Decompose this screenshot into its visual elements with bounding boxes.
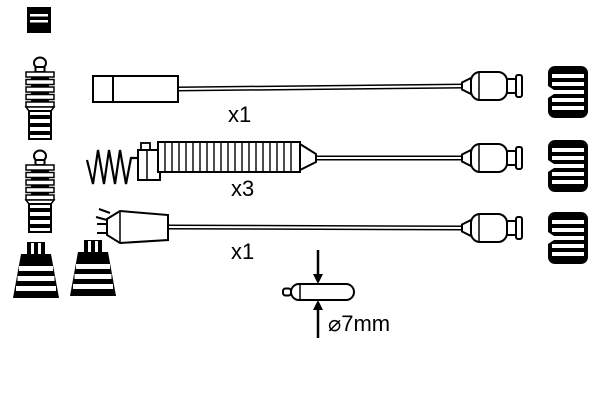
spark-plug-boot-2 (25, 149, 55, 233)
distributor-boot-2 (70, 240, 116, 296)
cable-bottom-right-connector (461, 213, 523, 243)
spring-clip (137, 142, 161, 181)
quantity-label-top: x1 (228, 102, 251, 127)
up-arrow-icon (313, 300, 323, 338)
down-arrow-icon (313, 250, 323, 284)
cable-top-wire (175, 83, 467, 92)
distributor-boot-1 (13, 242, 59, 298)
terminal-boot-3 (548, 212, 588, 264)
terminal-boot-2 (548, 140, 588, 192)
cable-top-left-connector (92, 75, 179, 103)
quantity-label-middle: x3 (231, 176, 254, 201)
diameter-annotation: ⌀7mm (282, 250, 390, 338)
measured-cable-sample (282, 283, 355, 301)
cable-middle-right-connector (461, 143, 523, 173)
terminal-boot-1 (548, 66, 588, 118)
coil-spring (85, 149, 138, 185)
quantity-label-bottom: x1 (231, 239, 254, 264)
cable-top-right-connector (461, 71, 523, 101)
cable-bottom-wire (167, 224, 467, 231)
diameter-label: ⌀7mm (328, 311, 390, 336)
cable-bottom-left-connector (95, 208, 169, 245)
corrugated-tube (157, 141, 317, 173)
spark-plug-boot-1 (25, 56, 55, 140)
cap-top-left (27, 7, 51, 33)
